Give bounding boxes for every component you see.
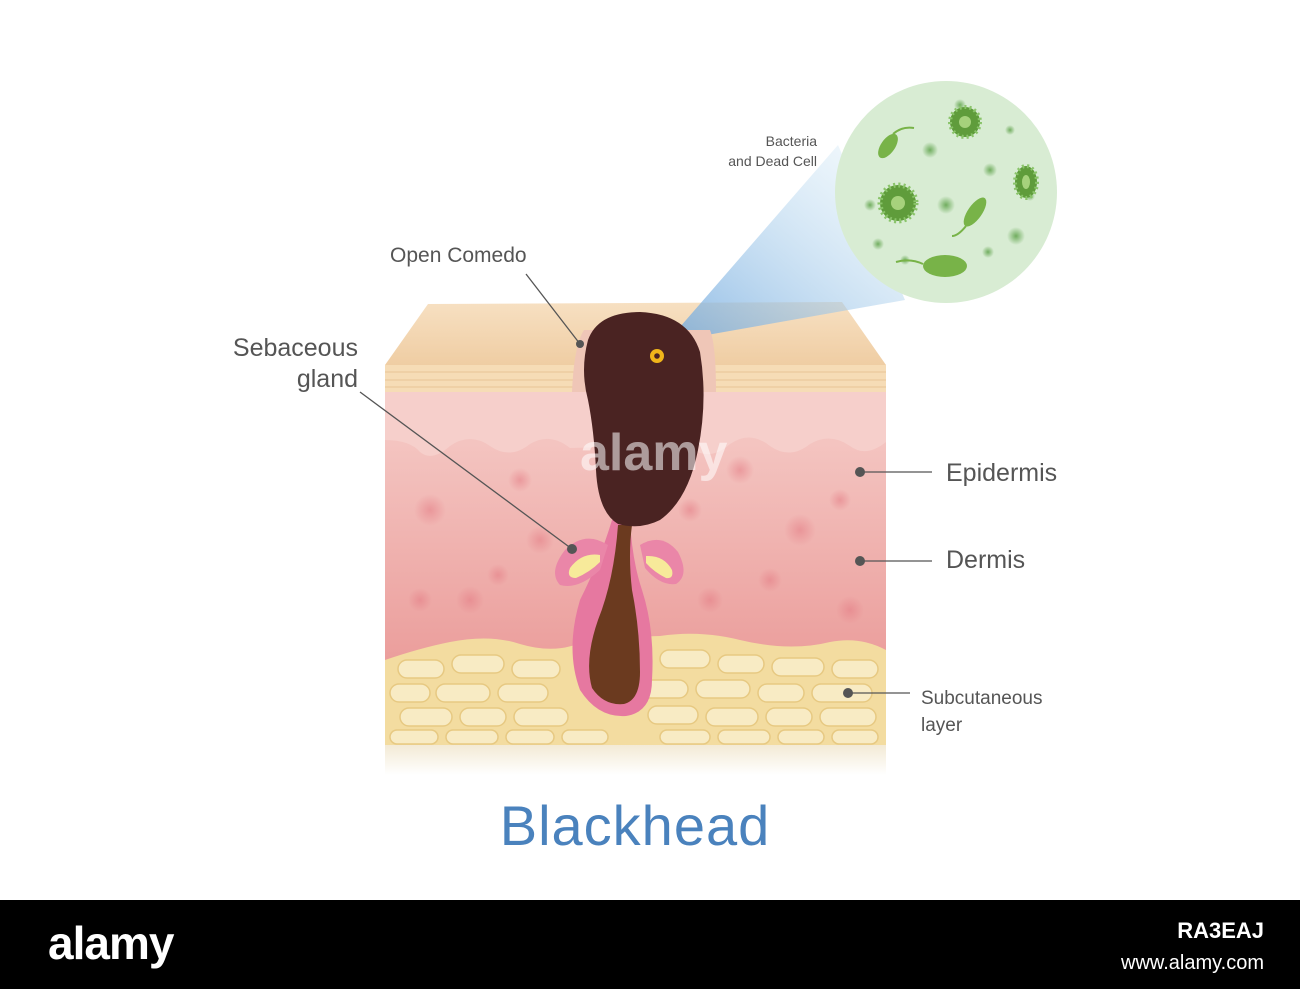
open-comedo-plug — [584, 312, 704, 527]
dermis-layer — [385, 437, 886, 660]
label-epidermis: Epidermis — [946, 459, 1057, 487]
bacteria-bacilli — [878, 126, 987, 277]
leader-lines — [359, 273, 932, 698]
label-subcutaneous-line1: Subcutaneous — [921, 688, 1043, 709]
fat-cells — [389, 649, 879, 745]
blackhead-skin-diagram: alamy — [233, 81, 1057, 857]
label-bacteria-line1: Bacteria — [766, 133, 818, 149]
label-bacteria-line2: and Dead Cell — [728, 153, 817, 169]
follicle — [555, 312, 716, 717]
footer-logo[interactable]: alamy — [48, 917, 174, 969]
diagram-title: Blackhead — [500, 794, 771, 857]
bacteria-cocci — [877, 105, 1039, 224]
footer-image-id: RA3EAJ — [1177, 918, 1264, 943]
label-subcutaneous-line2: layer — [921, 715, 963, 736]
watermark-text: alamy — [580, 424, 728, 482]
label-dermis: Dermis — [946, 546, 1025, 574]
bacteria-magnifier — [835, 81, 1057, 303]
footer-url[interactable]: www.alamy.com — [1121, 952, 1264, 974]
label-sebaceous-gland-line2: gland — [297, 365, 358, 393]
sebum-plug — [589, 525, 640, 705]
dermis-spots — [408, 456, 864, 624]
stock-footer-bar: alamy RA3EAJ www.alamy.com — [0, 900, 1300, 989]
label-sebaceous-gland-line1: Sebaceous — [233, 334, 358, 362]
label-open-comedo: Open Comedo — [390, 244, 527, 267]
skin-block — [385, 302, 886, 775]
